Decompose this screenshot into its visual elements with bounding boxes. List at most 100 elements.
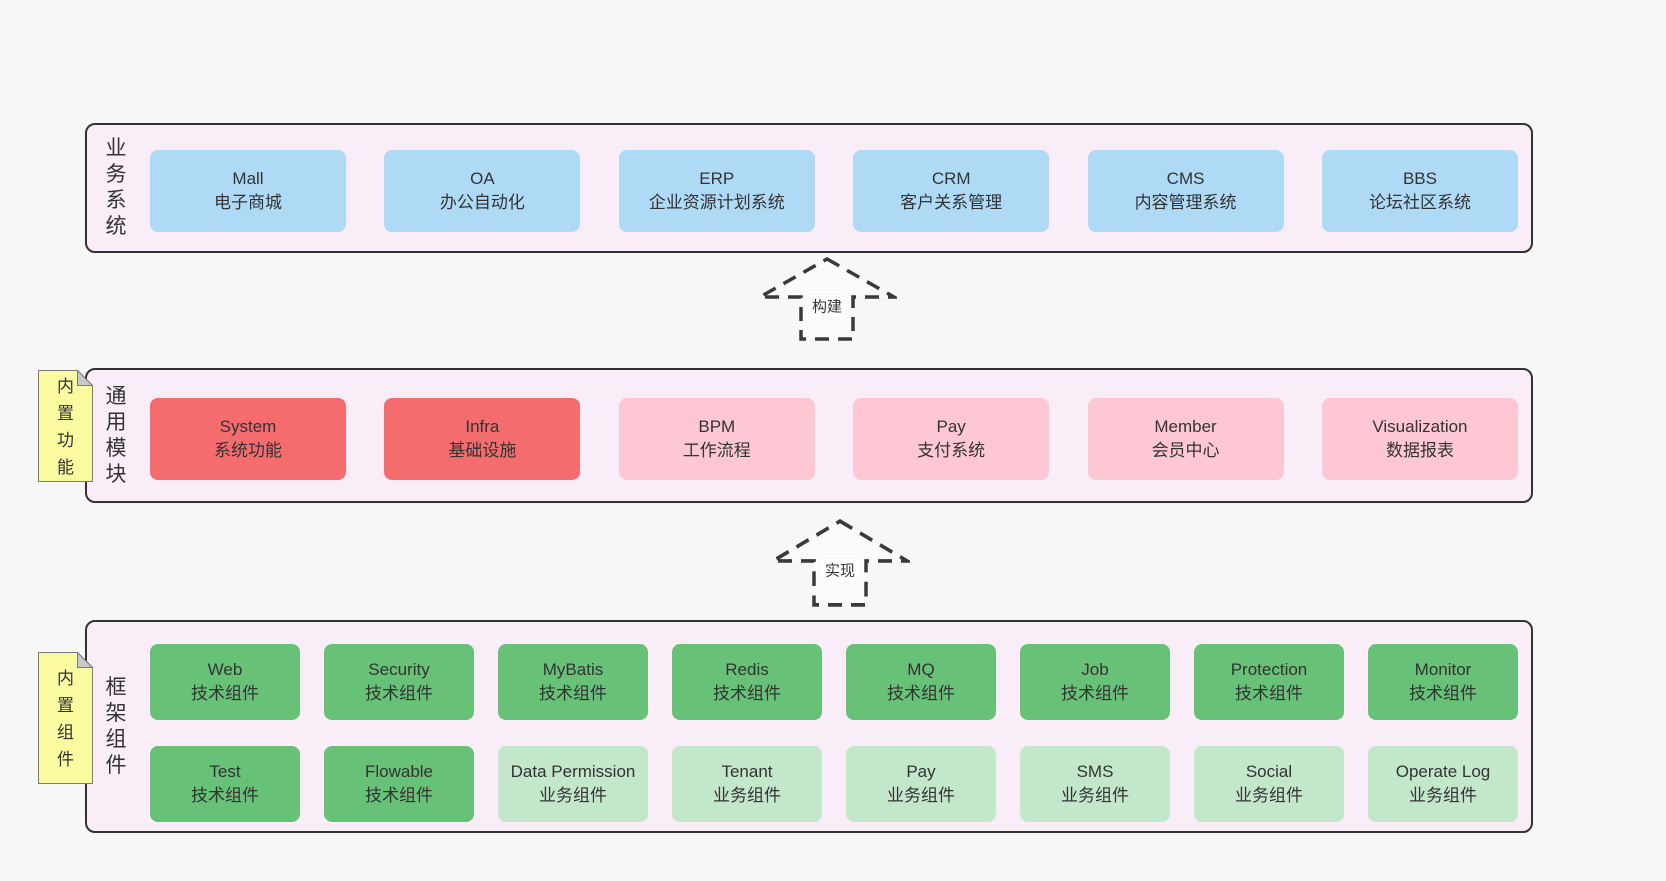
layer-common-modules: 通用模块 System 系统功能 Infra 基础设施 BPM 工作流程 Pay 支付系统 Me…: [85, 368, 1533, 503]
layer-label-modules: 通用模块: [105, 384, 127, 486]
node-subtitle: 业务组件: [1061, 786, 1129, 805]
node-components-web: Web 技术组件: [150, 644, 300, 720]
node-subtitle: 技术组件: [1409, 684, 1477, 703]
node-title: OA: [470, 169, 495, 188]
node-title: Pay: [906, 762, 936, 781]
node-components-mq: MQ 技术组件: [846, 644, 996, 720]
node-components-mybatis: MyBatis 技术组件: [498, 644, 648, 720]
sticky-note-built-in-functions: 内置功能: [38, 370, 93, 482]
node-title: BBS: [1402, 169, 1437, 188]
node-components-tenant: Tenant 业务组件: [672, 746, 822, 822]
node-modules-visualization: Visualization 数据报表: [1321, 398, 1518, 480]
node-title: ERP: [699, 169, 735, 188]
node-title: Infra: [465, 417, 500, 436]
node-title: CMS: [1166, 169, 1205, 188]
node-title: MyBatis: [542, 660, 604, 679]
node-subtitle: 业务组件: [1409, 786, 1477, 805]
sticky-components-label: 内置组件: [57, 669, 74, 769]
node-modules-pay: Pay 支付系统: [853, 398, 1050, 480]
node-business-cms: CMS 内容管理系统: [1087, 150, 1284, 232]
sticky-note-icon: [38, 652, 93, 784]
node-title: Operate Log: [1395, 762, 1491, 781]
node-subtitle: 技术组件: [1235, 684, 1303, 703]
node-title: Visualization: [1372, 417, 1468, 436]
node-title: Data Permission: [510, 762, 636, 781]
node-title: Security: [368, 660, 430, 679]
node-title: Test: [209, 762, 241, 781]
node-title: Member: [1154, 417, 1217, 436]
node-title: BPM: [698, 417, 736, 436]
node-subtitle: 业务组件: [887, 786, 955, 805]
layer-label-components: 框架组件: [105, 675, 127, 777]
node-title: CRM: [931, 169, 971, 188]
node-business-crm: CRM 客户关系管理: [853, 150, 1050, 232]
layer-label-business: 业务系统: [105, 137, 127, 238]
node-components-operate-log: Operate Log 业务组件: [1368, 746, 1518, 822]
node-components-security: Security 技术组件: [324, 644, 474, 720]
node-business-mall: Mall 电子商城: [150, 150, 346, 232]
node-subtitle: 企业资源计划系统: [648, 193, 785, 212]
sticky-modules-label: 内置功能: [57, 377, 74, 477]
node-subtitle: 支付系统: [917, 441, 986, 460]
node-subtitle: 业务组件: [1235, 786, 1303, 805]
node-subtitle: 电子商城: [214, 193, 282, 212]
node-subtitle: 内容管理系统: [1134, 193, 1237, 212]
node-subtitle: 会员中心: [1151, 441, 1220, 460]
node-components-redis: Redis 技术组件: [672, 644, 822, 720]
arrow-build: 构建: [757, 256, 897, 342]
node-title: Social: [1245, 762, 1293, 781]
node-modules-bpm: BPM 工作流程: [618, 398, 815, 480]
node-components-protection: Protection 技术组件: [1194, 644, 1344, 720]
node-title: MQ: [907, 660, 935, 679]
node-title: System: [219, 417, 277, 436]
arrow-implement: 实现: [770, 518, 910, 608]
sticky-note-built-in-components: 内置组件: [38, 652, 93, 784]
node-title: Mall: [232, 169, 264, 188]
node-title: SMS: [1076, 762, 1114, 781]
node-title: Monitor: [1414, 660, 1472, 679]
node-components-monitor: Monitor 技术组件: [1368, 644, 1518, 720]
node-subtitle: 系统功能: [214, 441, 282, 460]
node-modules-system: System 系统功能: [150, 398, 346, 480]
node-components-sms: SMS 业务组件: [1020, 746, 1170, 822]
node-subtitle: 技术组件: [365, 786, 433, 805]
node-title: Tenant: [721, 762, 773, 781]
node-subtitle: 业务组件: [539, 786, 607, 805]
node-subtitle: 论坛社区系统: [1368, 193, 1471, 212]
node-title: Protection: [1230, 660, 1308, 679]
node-subtitle: 技术组件: [713, 684, 781, 703]
node-subtitle: 基础设施: [448, 441, 517, 460]
node-components-social: Social 业务组件: [1194, 746, 1344, 822]
node-business-erp: ERP 企业资源计划系统: [618, 150, 815, 232]
node-subtitle: 技术组件: [365, 684, 433, 703]
node-title: Web: [207, 660, 243, 679]
node-subtitle: 技术组件: [887, 684, 955, 703]
sticky-note-icon: [38, 370, 93, 482]
node-business-bbs: BBS 论坛社区系统: [1321, 150, 1518, 232]
node-title: Job: [1081, 660, 1109, 679]
node-title: Pay: [936, 417, 966, 436]
node-modules-infra: Infra 基础设施: [384, 398, 581, 480]
node-subtitle: 客户关系管理: [900, 193, 1003, 212]
node-subtitle: 技术组件: [191, 786, 259, 805]
node-subtitle: 数据报表: [1385, 441, 1454, 460]
node-components-test: Test 技术组件: [150, 746, 300, 822]
node-components-pay: Pay 业务组件: [846, 746, 996, 822]
node-subtitle: 工作流程: [682, 441, 751, 460]
arrow-implement-label: 实现: [821, 559, 859, 581]
node-components-job: Job 技术组件: [1020, 644, 1170, 720]
node-subtitle: 技术组件: [1061, 684, 1129, 703]
node-components-data-permission: Data Permission 业务组件: [498, 746, 648, 822]
node-subtitle: 技术组件: [539, 684, 607, 703]
node-modules-member: Member 会员中心: [1087, 398, 1284, 480]
node-title: Redis: [725, 660, 769, 679]
node-subtitle: 业务组件: [713, 786, 781, 805]
node-subtitle: 技术组件: [191, 684, 259, 703]
